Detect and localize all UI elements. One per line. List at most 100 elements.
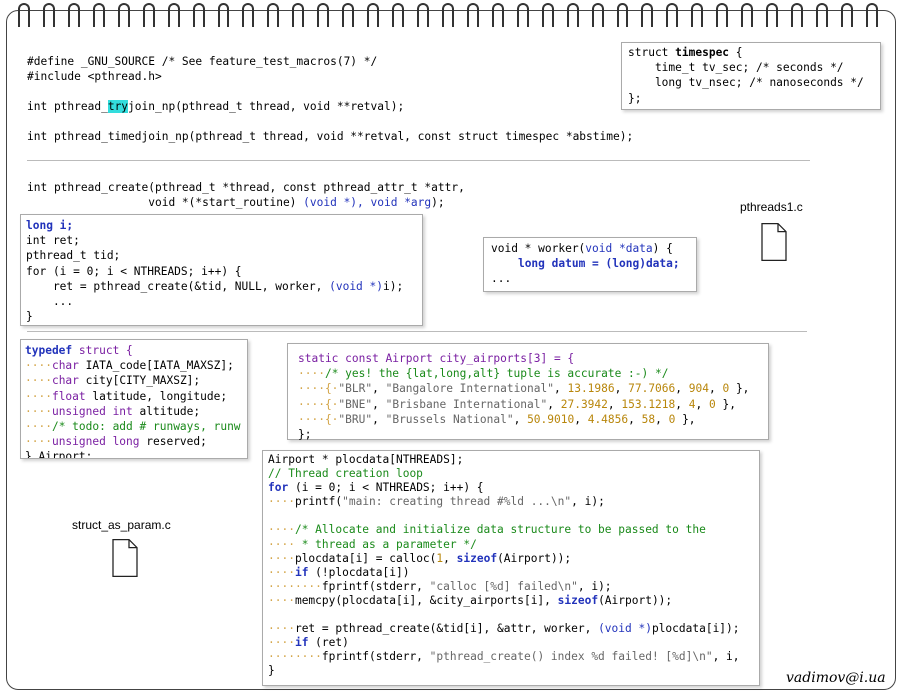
spiral-ring: [541, 3, 554, 27]
create-line2-post: );: [431, 196, 445, 210]
divider-top: [27, 160, 810, 161]
airports-decl: static const Airport city_airports[3] = …: [298, 352, 575, 365]
main-comment-alloc1: /* Allocate and initialize data structur…: [294, 523, 706, 537]
main-fprintf2-string: "pthread_create() index %d failed! [%d]\…: [429, 650, 713, 664]
spiral-ring: [292, 3, 305, 27]
main-calloc-post: (Airport));: [497, 551, 572, 565]
main-printf-string: "main: creating thread #%ld ...\n": [342, 495, 572, 509]
loop-line7: }: [26, 310, 33, 324]
spiral-ring: [167, 3, 180, 27]
airports-comment: /* yes! the {lat,long,alt} tuple is accu…: [324, 367, 669, 381]
timespec-line1-pre: struct: [628, 46, 676, 59]
airport-field-lat: 50.9010: [527, 412, 575, 426]
try-highlight: try: [107, 100, 129, 113]
main-memcpy-post: (Airport));: [598, 593, 673, 607]
timespec-line2: time_t tv_sec; /* seconds */: [628, 61, 844, 75]
spiral-ring: [816, 3, 828, 27]
worker-line1-pre: void * worker(: [491, 242, 586, 255]
spiral-ring: [42, 3, 55, 27]
airport-row: ····{·"BLR", "Bangalore International", …: [298, 382, 750, 396]
thread-loop-code: long i; int ret; pthread_t tid; for (i =…: [21, 215, 422, 327]
typedef-l4-field: latitude, longitude;: [85, 389, 228, 403]
create-line2-pre: void *(*start_routine): [27, 196, 304, 210]
worker-line2-indent: [491, 257, 518, 270]
spiral-ring: [865, 3, 878, 27]
spiral-ring: [466, 3, 479, 27]
typedef-l2-field: IATA_code[IATA_MAXSZ];: [78, 359, 234, 373]
spiral-ring: [791, 3, 803, 27]
main-loop-end: }: [268, 664, 275, 678]
airport-field-alt: 4: [688, 397, 696, 411]
spiral-ring: [242, 3, 255, 27]
pthreads1-file-label: pthreads1.c: [740, 200, 803, 214]
author-signature: vadimov@i.ua: [786, 670, 886, 686]
typedef-l3-type: char: [51, 374, 79, 388]
main-comment-loop: // Thread creation loop: [268, 467, 423, 481]
worker-code: void * worker(void *data) { long datum =…: [484, 238, 696, 290]
main-printf-post: , i);: [571, 495, 605, 509]
main-create-pre: ret = pthread_create(&tid[i], &attr, wor…: [294, 622, 599, 636]
main-if-cond: (!plocdata[i]): [308, 565, 410, 579]
main-calloc-sizeof: sizeof: [456, 551, 498, 565]
thread-loop-box: long i; int ret; pthread_t tid; for (i =…: [20, 214, 423, 326]
airport-field-code: "BRU": [338, 412, 373, 426]
loop-line5-post: i);: [383, 279, 404, 293]
typedef-end: } Airport;: [25, 450, 93, 459]
typedef-box: typedef struct { ····char IATA_code[IATA…: [20, 339, 248, 459]
loop-line6: ...: [26, 295, 74, 309]
main-if2-keyword: if: [294, 636, 309, 650]
pthreads1-file-icon: [761, 222, 787, 262]
airport-field-end: },: [675, 412, 696, 426]
spiral-ring: [491, 3, 504, 27]
typedef-l3-field: city[CITY_MAXSZ];: [78, 374, 201, 388]
airport-field-lon: 4.4856: [587, 412, 629, 426]
worker-line1-post: ) {: [652, 242, 673, 255]
typedef-l4-type: float: [51, 389, 86, 403]
main-fprintf1-string: "calloc [%d] failed\n": [429, 579, 578, 593]
typedef-code: typedef struct { ····char IATA_code[IATA…: [21, 340, 247, 459]
include-line: #include <pthread.h>: [27, 70, 162, 83]
loop-line5-cast: (void *): [329, 279, 383, 293]
airport-field-r: 0: [722, 382, 730, 396]
spiral-ring: [840, 3, 853, 27]
main-calloc-num: 1: [436, 551, 444, 565]
typedef-l5-type: unsigned int: [51, 404, 133, 418]
spiral-ring: [67, 3, 80, 27]
spiral-ring: [92, 3, 105, 27]
typedef-l2-type: char: [51, 359, 79, 373]
spiral-ring: [217, 3, 230, 27]
main-if2-cond: (ret): [308, 636, 349, 650]
spiral-ring: [441, 3, 454, 27]
spiral-ring: [417, 3, 429, 27]
spiral-ring: [367, 3, 380, 27]
worker-box: void * worker(void *data) { long datum =…: [483, 237, 697, 292]
main-memcpy-pre: memcpy(plocdata[i], &city_airports[i],: [294, 593, 558, 607]
spiral-ring: [267, 3, 280, 27]
timespec-name: timespec: [675, 46, 730, 59]
main-if-keyword: if: [294, 565, 309, 579]
tryjoin-post: join_np(pthread_t thread, void **retval)…: [128, 100, 405, 113]
main-loop-box: Airport * plocdata[NTHREADS]; // Thread …: [262, 450, 760, 686]
main-memcpy-sizeof: sizeof: [557, 593, 599, 607]
divider-middle: [27, 331, 807, 332]
airport-field-r: 0: [668, 412, 676, 426]
airport-field-lat: 13.1986: [567, 382, 615, 396]
typedef-struct: struct {: [72, 344, 133, 357]
airport-field-code: "BNE": [338, 397, 373, 411]
struct-as-param-file-label: struct_as_param.c: [72, 518, 171, 532]
airport-field-end: },: [715, 397, 736, 411]
main-plocdata-decl: Airport * plocdata[NTHREADS];: [268, 453, 464, 466]
main-fprintf1-pre: fprintf(stderr,: [321, 579, 430, 593]
spiral-ring: [317, 3, 330, 27]
airports-end: };: [298, 428, 312, 442]
airport-row: ····{·"BRU", "Brussels National", 50.901…: [298, 412, 696, 426]
airport-field-lat: 27.3942: [560, 397, 608, 411]
airports-code: static const Airport city_airports[3] = …: [298, 352, 750, 442]
main-fprintf1-post: , i);: [577, 579, 612, 593]
airport-field-name: "Brussels National": [385, 412, 514, 426]
main-calloc-pre: plocdata[i] = calloc(: [294, 551, 437, 565]
spiral-ring: [392, 3, 404, 27]
main-create-post: plocdata[i]);: [651, 622, 740, 636]
spiral-ring: [741, 3, 754, 27]
timedjoin-prototype: int pthread_timedjoin_np(pthread_t threa…: [27, 130, 634, 143]
